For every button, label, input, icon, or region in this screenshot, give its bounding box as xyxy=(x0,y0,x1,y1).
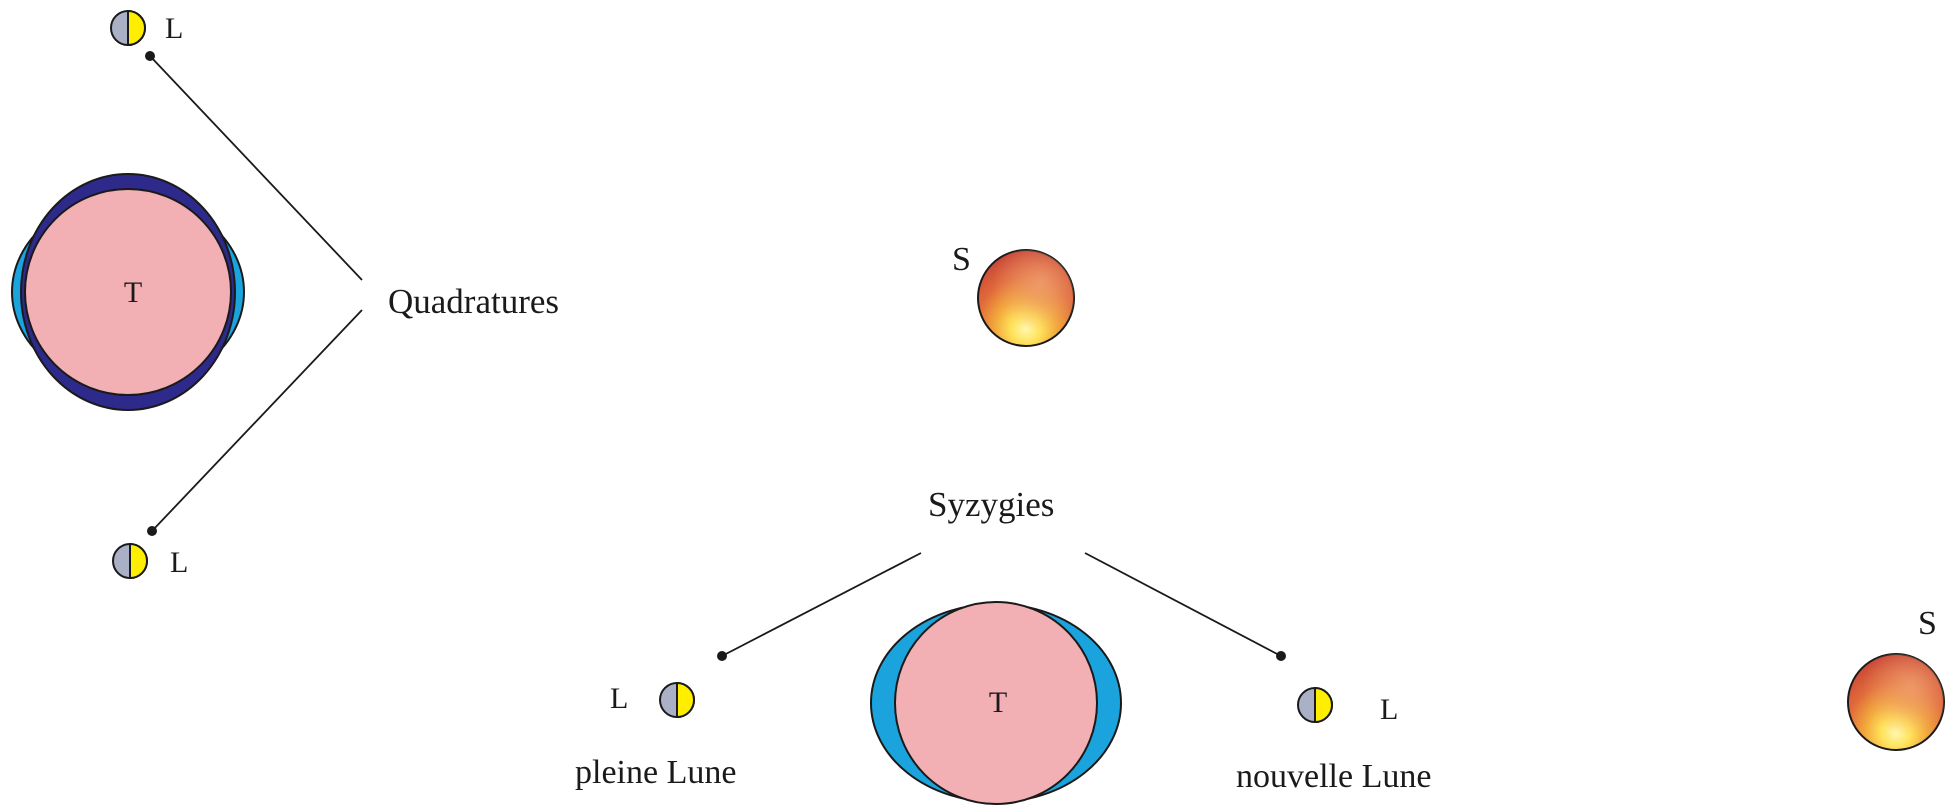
earth-disc-syzygy xyxy=(894,601,1098,805)
sun-label-middle: S xyxy=(952,241,971,278)
moon-top: L xyxy=(110,9,183,47)
earth-quadrature: T xyxy=(11,173,245,411)
earth-label: T xyxy=(124,276,142,309)
syzygies-label: Syzygies xyxy=(928,485,1054,524)
new-moon-label: nouvelle Lune xyxy=(1236,758,1431,795)
earth-label-syzygy: T xyxy=(989,686,1007,719)
moon-full: L xyxy=(610,681,695,719)
quadrature-diagram: T L L Quadratures S xyxy=(11,9,1075,580)
sun-label-right: S xyxy=(1918,605,1937,642)
sun-middle: S xyxy=(952,241,1075,347)
quadratures-label: Quadratures xyxy=(388,282,559,321)
syzygy-diagram: Syzygies T L pleine Lune L xyxy=(575,485,1945,805)
moon-bottom: L xyxy=(112,542,188,580)
moon-label-full: L xyxy=(610,682,628,715)
moon-label-bottom: L xyxy=(170,546,188,579)
moon-new: L xyxy=(1297,686,1398,726)
earth-disc xyxy=(24,188,232,396)
moon-label-new: L xyxy=(1380,693,1398,726)
syzygy-pointers xyxy=(717,552,1286,661)
earth-syzygy: T xyxy=(870,601,1122,805)
moon-label-top: L xyxy=(165,12,183,45)
full-moon-label: pleine Lune xyxy=(575,754,736,791)
quadrature-pointers xyxy=(145,51,363,536)
sun-right: S xyxy=(1847,605,1945,751)
